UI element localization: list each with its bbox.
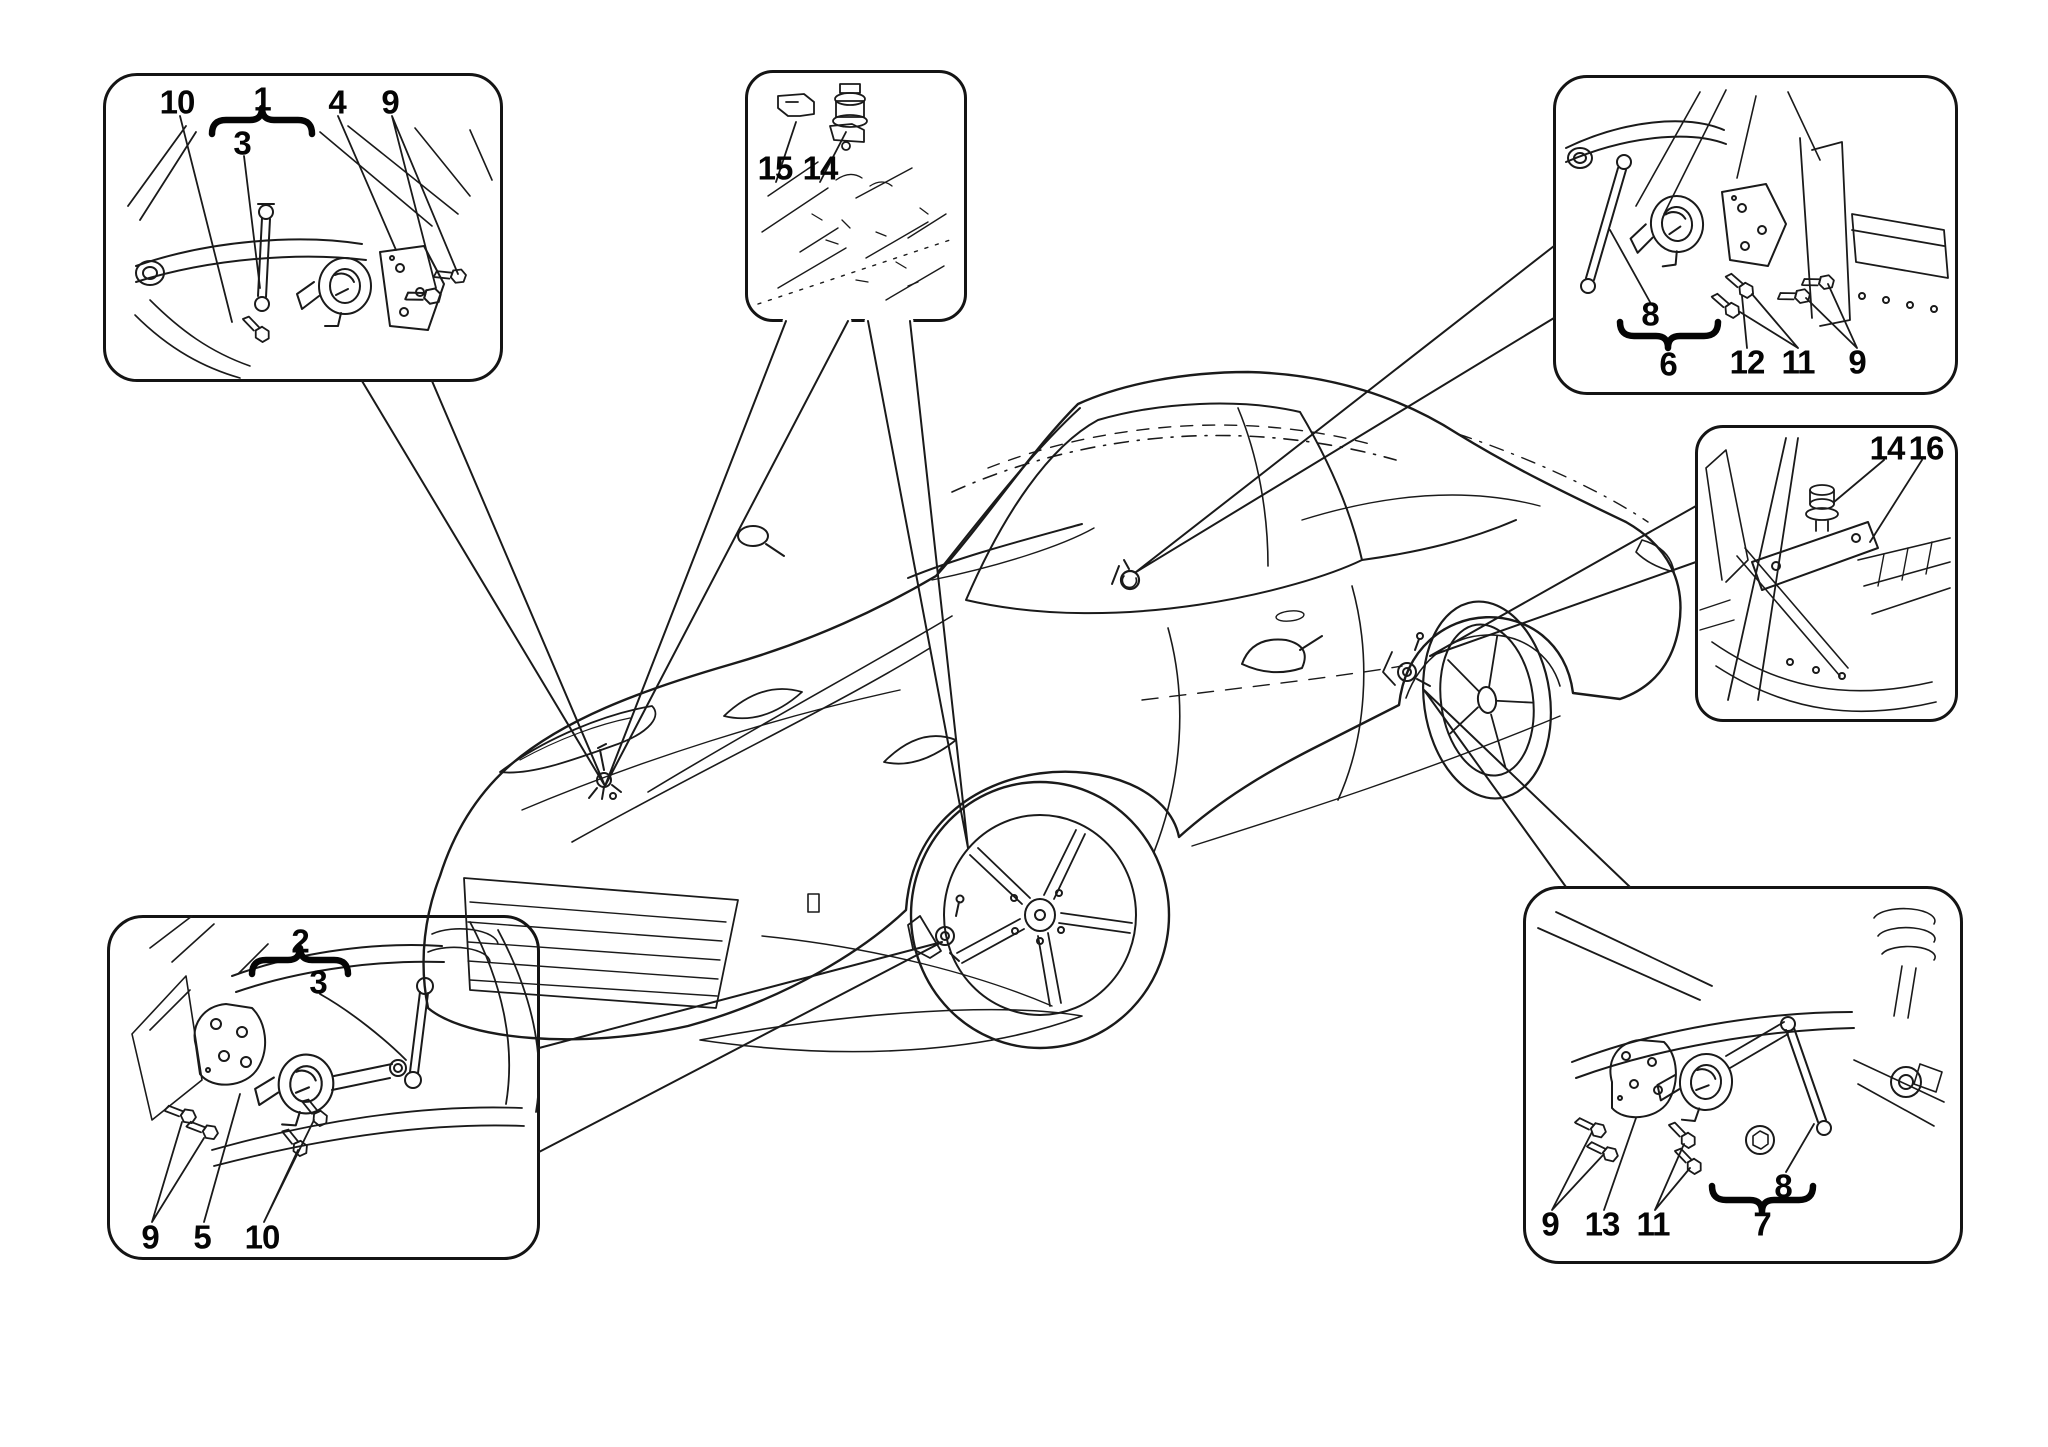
leader-front-left-to-hood: [361, 380, 606, 787]
part-number-9d: 9: [1541, 1205, 1559, 1243]
part-number-10: 10: [159, 83, 196, 121]
part-number-11: 11: [1781, 343, 1816, 381]
rear-left-suspension-art: [1537, 907, 1945, 1211]
leader-front-lower-to-front-wheel: [538, 941, 943, 1153]
leader-rear-right-to-windshield: [1135, 245, 1555, 573]
brace-group-7: [1708, 1182, 1817, 1216]
leader-lines: [361, 245, 1697, 1153]
brace-group-6: [1616, 318, 1722, 352]
part-number-1: 1: [253, 80, 271, 118]
part-number-15: 15: [757, 149, 794, 187]
front-left-suspension-art: [127, 115, 493, 379]
hood-height-sensor-marker: [588, 743, 622, 800]
part-number-9b: 9: [1848, 343, 1866, 381]
part-number-9: 9: [381, 83, 399, 121]
windshield-base-sensor-marker: [1111, 559, 1141, 591]
leader-chassis-to-rear-door: [1429, 505, 1697, 657]
right-mirror: [1241, 635, 1323, 674]
part-number-7: 7: [1753, 1205, 1771, 1243]
part-number-8: 8: [1641, 295, 1659, 333]
part-number-3: 3: [233, 124, 251, 162]
rear-right-suspension-art: [1565, 89, 1949, 349]
callout-chassis-frame: [1695, 425, 1958, 722]
chassis-sensor: [1805, 484, 1839, 532]
part-number-2: 2: [291, 922, 309, 960]
rear-wheel-height-sensor-marker: [1382, 632, 1431, 687]
car-illustration: [422, 370, 1682, 1053]
part-number-12: 12: [1729, 343, 1766, 381]
engine-bay-sensor: [829, 83, 868, 151]
part-number-9c: 9: [141, 1218, 159, 1256]
front-wheel-height-sensor-marker: [907, 894, 965, 962]
part-number-5: 5: [193, 1218, 211, 1256]
part-number-3b: 3: [309, 963, 327, 1001]
front-wheel: [909, 780, 1171, 1050]
part-number-6: 6: [1659, 345, 1677, 383]
part-number-10b: 10: [244, 1218, 281, 1256]
part-number-14b: 14: [1869, 429, 1906, 467]
part-number-4: 4: [328, 83, 346, 121]
part-number-13: 13: [1584, 1205, 1621, 1243]
leader-rear-left-to-rear-door: [1423, 689, 1631, 888]
brace-group-1: [208, 104, 316, 138]
leader-engine-bay-to-hood: [604, 320, 849, 787]
part-number-11b: 11: [1636, 1205, 1671, 1243]
callout-front-left-suspension: [103, 73, 503, 382]
left-mirror: [737, 525, 785, 557]
chassis-frame-art: [1699, 437, 1951, 713]
engine-bay-art: [757, 83, 951, 305]
group-braces: [208, 104, 1817, 1216]
leader-engine-bay-to-front-wheel: [867, 320, 969, 849]
callout-front-lower-suspension: [107, 915, 540, 1260]
part-number-14: 14: [802, 149, 839, 187]
front-lower-suspension-art: [131, 915, 540, 1223]
brace-group-2: [248, 944, 352, 978]
part-number-8b: 8: [1774, 1167, 1792, 1205]
part-number-16: 16: [1908, 429, 1945, 467]
